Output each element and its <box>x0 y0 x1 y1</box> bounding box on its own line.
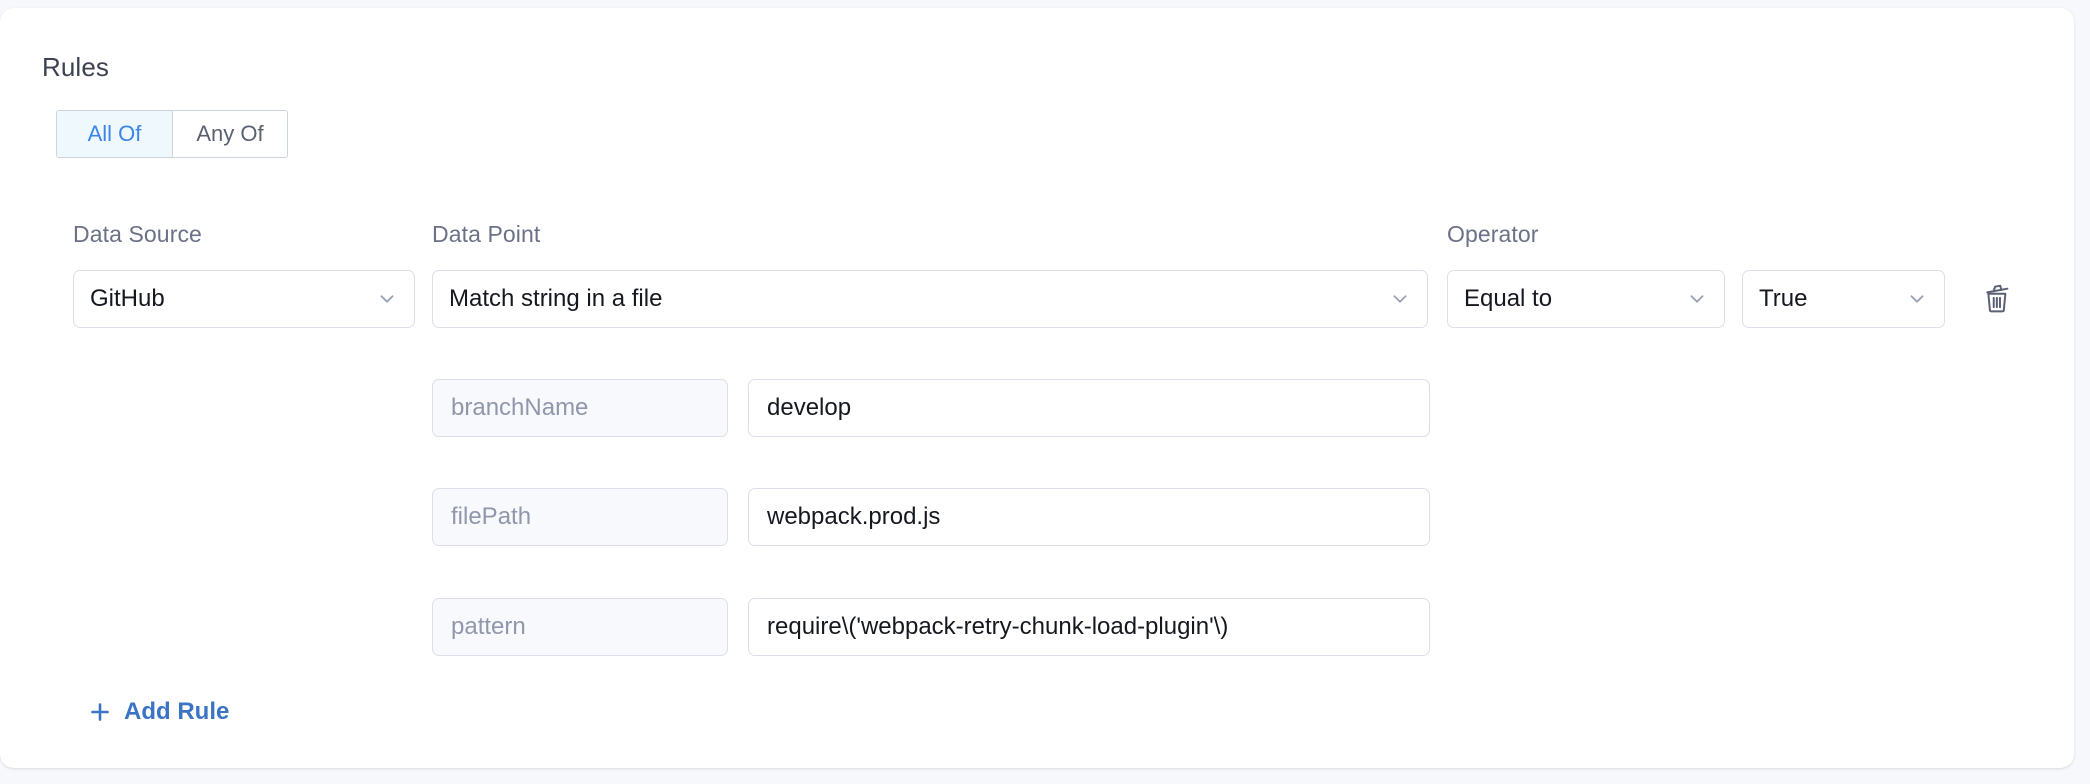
chevron-down-icon <box>1906 288 1928 310</box>
toggle-option-all-of[interactable]: All Of <box>57 111 172 157</box>
add-rule-label: Add Rule <box>124 698 230 725</box>
operand-value: True <box>1759 285 1808 312</box>
toggle-option-any-of[interactable]: Any Of <box>172 111 287 157</box>
parameter-key: pattern <box>432 598 728 656</box>
parameter-row: filePath webpack.prod.js <box>0 488 2074 546</box>
operator-value: Equal to <box>1464 285 1553 312</box>
data-point-value: Match string in a file <box>449 285 663 312</box>
parameter-row: branchName develop <box>0 379 2074 437</box>
operator-select[interactable]: Equal to <box>1447 270 1725 328</box>
add-rule-button[interactable]: Add Rule <box>88 698 229 726</box>
chevron-down-icon <box>376 288 398 310</box>
chevron-down-icon <box>1389 288 1411 310</box>
delete-rule-button[interactable] <box>1978 280 2018 320</box>
data-source-select[interactable]: GitHub <box>73 270 415 328</box>
data-point-label: Data Point <box>432 221 541 247</box>
parameter-value-input[interactable]: webpack.prod.js <box>748 488 1430 546</box>
data-source-label: Data Source <box>73 221 202 247</box>
page-title: Rules <box>42 52 109 82</box>
operator-label: Operator <box>1447 221 1539 247</box>
parameter-row: pattern require\('webpack-retry-chunk-lo… <box>0 598 2074 656</box>
parameter-key: branchName <box>432 379 728 437</box>
plus-icon <box>88 700 112 724</box>
parameter-value-input[interactable]: require\('webpack-retry-chunk-load-plugi… <box>748 598 1430 656</box>
match-mode-toggle: All Of Any Of <box>56 110 288 158</box>
chevron-down-icon <box>1686 288 1708 310</box>
data-source-value: GitHub <box>90 285 165 312</box>
parameter-value-input[interactable]: develop <box>748 379 1430 437</box>
rules-card: Rules All Of Any Of Data Source Data Poi… <box>0 8 2074 768</box>
trash-icon <box>1981 283 2015 317</box>
parameter-key: filePath <box>432 488 728 546</box>
operator-operand-select[interactable]: True <box>1742 270 1945 328</box>
data-point-select[interactable]: Match string in a file <box>432 270 1428 328</box>
